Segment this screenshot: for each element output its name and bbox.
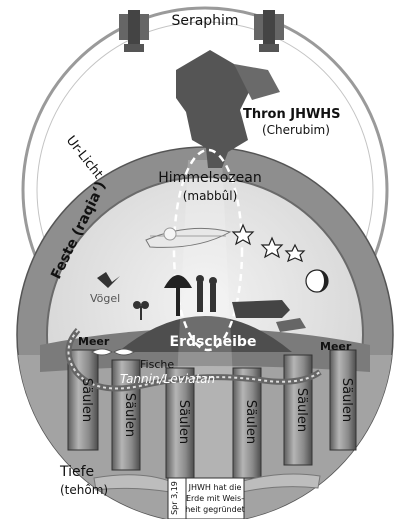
label-fische: Fische [140, 358, 174, 371]
scroll-line-1: JHWH hat die [188, 483, 242, 492]
label-throne-sub: (Cherubim) [262, 123, 330, 137]
column-label-1: Säulen [79, 378, 94, 422]
column-label-6: Säulen [339, 378, 354, 422]
column-label-4: Säulen [243, 400, 258, 444]
label-tannin: Tannin/Leviatan [120, 372, 215, 386]
scroll-line-2: Erde mit Weis- [186, 494, 244, 503]
label-throne: Thron JHWHS [243, 107, 341, 122]
label-voegel: Vögel [90, 292, 120, 305]
moon-icon [306, 270, 328, 292]
label-erdscheibe: Erdscheibe [170, 334, 257, 350]
label-mabbul: (mabbûl) [183, 189, 238, 203]
column-label-5: Säulen [294, 388, 309, 432]
scroll-ref: Spr 3,19 [170, 481, 179, 515]
label-tehom: (tehôm) [60, 483, 108, 497]
label-himmelsozean: Himmelsozean [158, 170, 261, 186]
label-meer-left: Meer [78, 335, 110, 348]
scroll-line-3: heit gegründet [185, 505, 245, 514]
label-seraphim: Seraphim [171, 13, 238, 29]
label-meer-right: Meer [320, 340, 352, 353]
column-label-3: Säulen [176, 400, 191, 444]
column-label-2: Säulen [122, 393, 137, 437]
label-tiefe: Tiefe [59, 464, 94, 480]
